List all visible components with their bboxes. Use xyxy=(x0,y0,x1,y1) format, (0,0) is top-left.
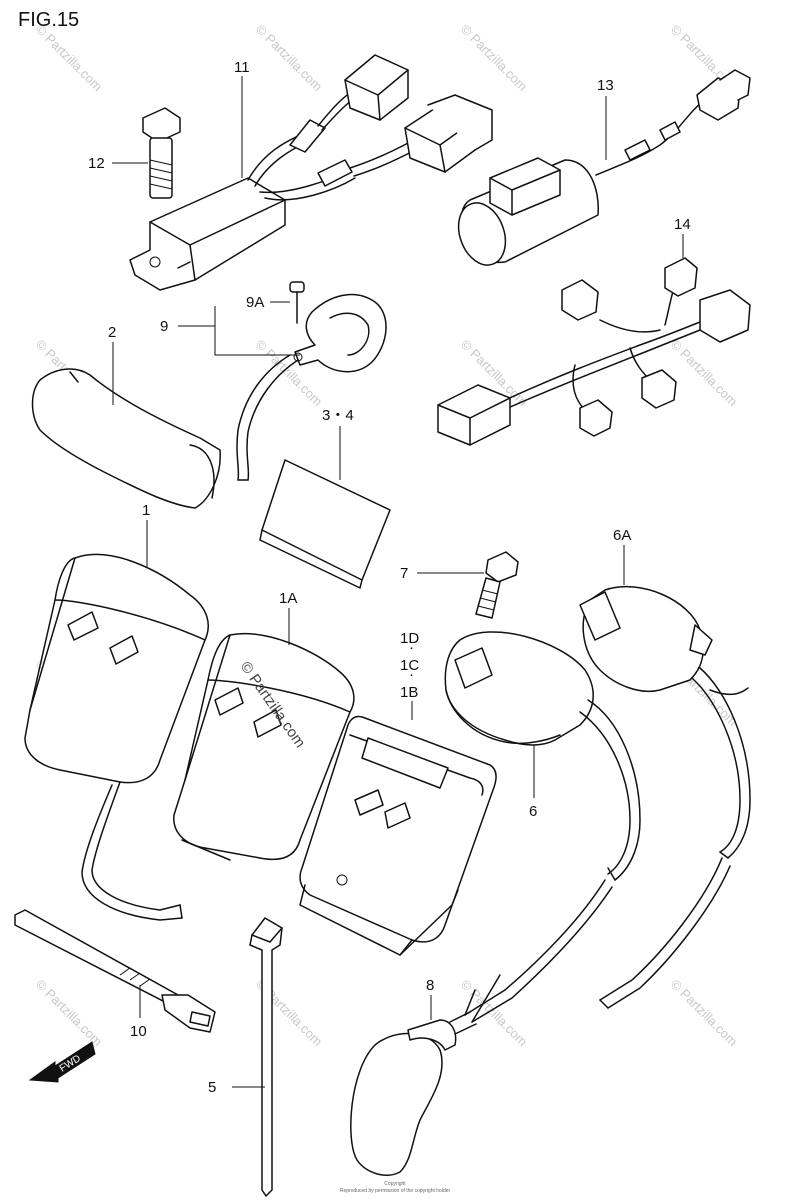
callout-6a: 6A xyxy=(613,527,631,544)
callout-5: 5 xyxy=(208,1079,216,1096)
callout-7: 7 xyxy=(400,565,408,582)
callout-1a: 1A xyxy=(279,590,297,607)
part-14-harness[interactable] xyxy=(437,257,751,446)
svg-text:·: · xyxy=(409,666,414,683)
callout-6: 6 xyxy=(529,803,537,820)
callout-11: 11 xyxy=(234,59,250,76)
part-13-condenser[interactable] xyxy=(450,69,751,272)
callout-9: 9 xyxy=(160,318,168,335)
watermark: © Partzilla.com xyxy=(253,22,326,95)
part-7-bolt[interactable] xyxy=(475,551,519,619)
callout-1: 1 xyxy=(142,502,150,519)
part-9a-screw[interactable] xyxy=(289,281,305,324)
callout-1c: 1C xyxy=(400,657,419,674)
watermark: © Partzilla.com xyxy=(33,22,106,95)
callout-8: 8 xyxy=(426,977,434,994)
watermark: © Partzilla.com xyxy=(458,22,531,95)
part-5-clamp[interactable] xyxy=(249,917,283,1197)
callout-1d: 1D xyxy=(400,630,419,647)
part-10-strap[interactable] xyxy=(14,909,216,1033)
footer-line2: Reproduced by permission of the copyrigh… xyxy=(340,1188,451,1194)
part-9-bracket[interactable] xyxy=(236,293,387,481)
part-2-strap[interactable] xyxy=(31,368,221,509)
part-1a-cdi[interactable] xyxy=(173,633,355,861)
part-6a-coil[interactable] xyxy=(579,585,751,1009)
fwd-arrow-icon: FWD xyxy=(28,1041,96,1083)
callout-3-4: 3・4 xyxy=(322,407,354,424)
callout-1b: 1B xyxy=(400,684,418,701)
callout-13: 13 xyxy=(597,77,614,94)
part-6-coil[interactable] xyxy=(444,631,641,1023)
watermark: © Partzilla.com xyxy=(668,977,741,1050)
callout-12: 12 xyxy=(88,155,105,172)
watermark: © Partzilla.com xyxy=(33,977,106,1050)
part-11-unit[interactable] xyxy=(129,54,493,291)
svg-text:·: · xyxy=(409,639,414,656)
part-1b-cdi[interactable] xyxy=(299,715,497,956)
part-3-4-pad[interactable] xyxy=(259,459,391,589)
callout-9a: 9A xyxy=(246,294,264,311)
callout-14: 14 xyxy=(674,216,691,233)
part-1-cdi[interactable] xyxy=(24,553,209,921)
footer-line1: Copyright xyxy=(384,1181,406,1187)
callout-10: 10 xyxy=(130,1023,147,1040)
watermark: © Partzilla.com xyxy=(668,337,741,410)
part-8-plug-cap[interactable] xyxy=(350,1011,477,1176)
figure-title: FIG.15 xyxy=(18,9,79,31)
part-12-bolt[interactable] xyxy=(142,107,181,199)
callout-2: 2 xyxy=(108,324,116,341)
